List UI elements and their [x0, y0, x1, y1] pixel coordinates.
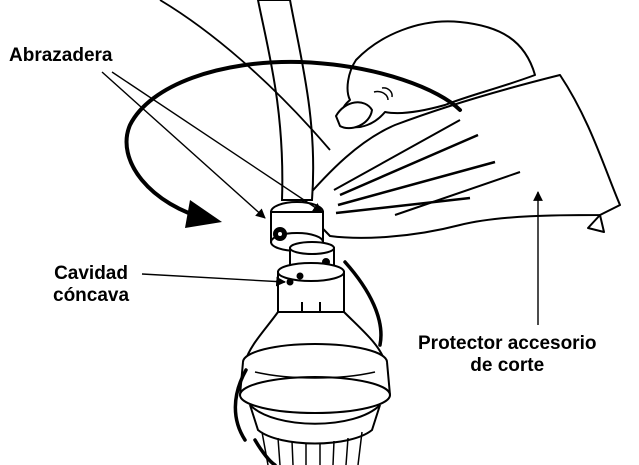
cavity-leader — [142, 274, 285, 282]
housing-shape — [240, 312, 390, 465]
clamp-label-text: Abrazadera — [9, 45, 113, 67]
guard-label-line2: de corte — [418, 355, 596, 377]
cavity-label-line1: Cavidad — [53, 263, 129, 285]
clamp-label: Abrazadera — [9, 45, 113, 67]
cavity-label: Cavidad cóncava — [53, 263, 129, 307]
guard-label-line1: Protector accesorio — [418, 333, 596, 355]
cavity-label-line2: cóncava — [53, 285, 129, 307]
guard-label: Protector accesorio de corte — [418, 333, 596, 377]
coupling-shape — [278, 242, 344, 312]
shaft-shape — [160, 0, 330, 200]
